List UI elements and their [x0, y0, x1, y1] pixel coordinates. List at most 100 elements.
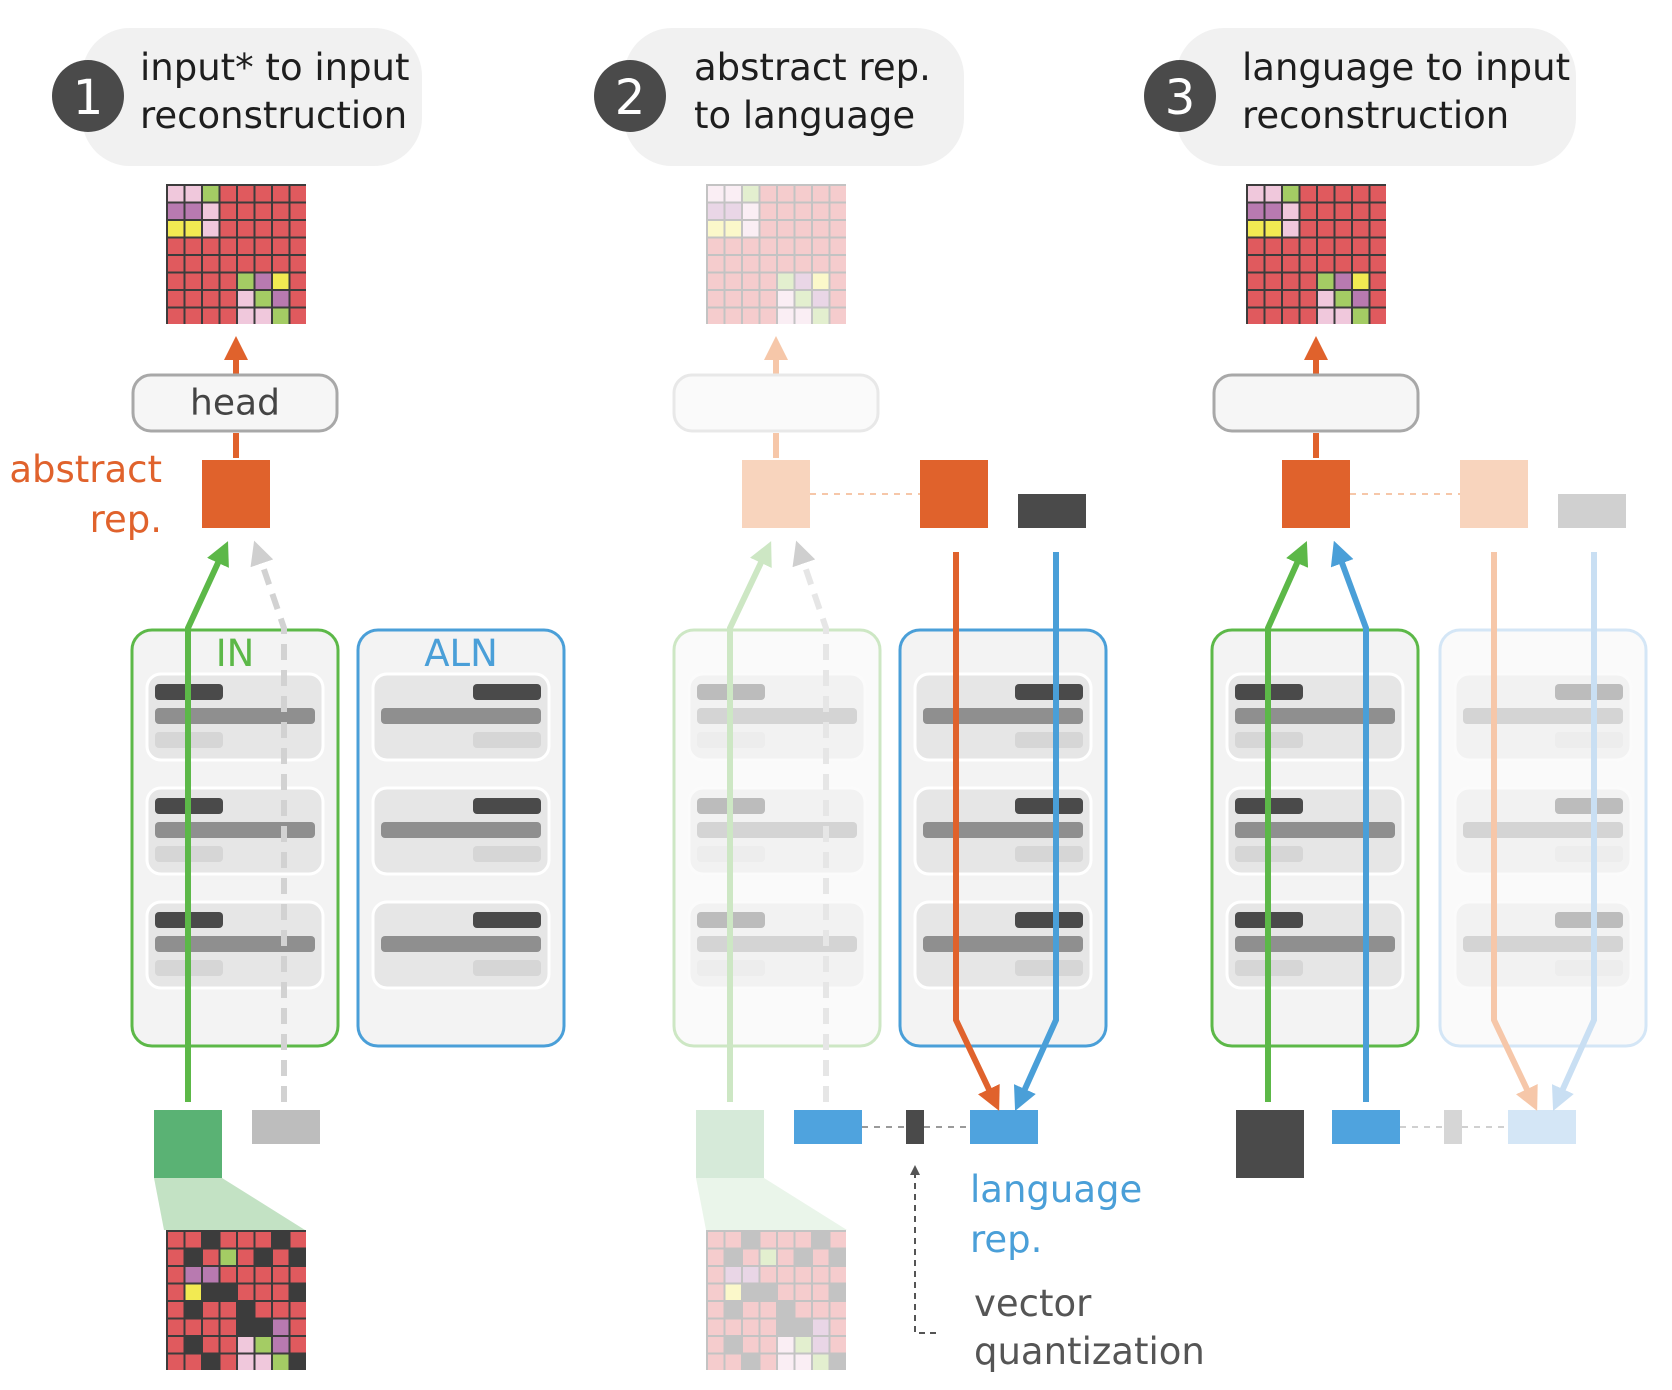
input-grid-2-cell: [830, 1302, 846, 1318]
output-grid-1-cell: [168, 291, 184, 307]
input-grid-2-cell: [725, 1337, 741, 1353]
in-layers-1: [145, 672, 325, 990]
output-grid-3-cell: [1370, 238, 1386, 254]
step-3-number: 3: [1165, 70, 1196, 126]
output-grid-3-cell: [1300, 221, 1316, 237]
in-module-2-layer-mid-bar: [697, 822, 857, 838]
in-module-1-layer-mid-bar: [155, 936, 315, 952]
input-grid-1-cell: [220, 1232, 236, 1248]
output-grid-2-cell: [778, 238, 794, 254]
output-grid-2-cell: [760, 221, 776, 237]
output-grid-2-border: [706, 184, 846, 324]
output-grid-2-cell: [778, 186, 794, 202]
output-grid-2-cell: [813, 256, 829, 272]
output-grid-1-cell: [185, 291, 201, 307]
output-grid-1-cell: [203, 221, 219, 237]
output-grid-2-cell: [760, 291, 776, 307]
abstract-to-language-arrow-2: [953, 552, 1000, 1111]
input-grid-1-cell: [220, 1284, 236, 1300]
output-grid-1-cell: [168, 186, 184, 202]
output-grid-1-cell: [185, 238, 201, 254]
output-grid-3-cell: [1265, 308, 1281, 324]
output-grid-3-cell: [1248, 273, 1264, 289]
output-grid-1-cell: [290, 291, 306, 307]
output-grid-2-cell: [795, 256, 811, 272]
input-grid-1-cell: [168, 1319, 184, 1335]
output-grid-2-cell: [830, 291, 846, 307]
aln-module-3-layer: [1453, 786, 1633, 876]
output-grid-1: [166, 184, 306, 324]
output-grid-3-cell: [1265, 291, 1281, 307]
input-grid-2-cell: [743, 1337, 759, 1353]
input-grid-2-cell: [813, 1249, 829, 1265]
output-grid-3-cell: [1300, 186, 1316, 202]
output-grid-3-cell: [1300, 256, 1316, 272]
input-grid-2-cell: [830, 1319, 846, 1335]
input-grid-2-cell: [760, 1232, 776, 1248]
output-grid-2-cell: [760, 238, 776, 254]
language-rep-label-line2: rep.: [970, 1218, 1042, 1261]
step-3-title-line1: language to input: [1242, 46, 1570, 89]
input-grid-1-cell: [290, 1284, 306, 1300]
vq-label-line1: vector: [974, 1282, 1092, 1325]
output-grid-1-cell: [168, 203, 184, 219]
input-grid-1-cell: [203, 1354, 219, 1370]
input-grid-2-border: [706, 1230, 846, 1370]
input-grid-2-cell: [743, 1354, 759, 1370]
output-grid-1-cell: [273, 256, 289, 272]
output-grid-3-cell: [1370, 291, 1386, 307]
input-grid-2-cell: [743, 1267, 759, 1283]
input-grid-1-cell: [185, 1302, 201, 1318]
output-grid-2-cell: [725, 186, 741, 202]
input-grid-1-cell: [168, 1267, 184, 1283]
dark-token-2: [1018, 494, 1086, 528]
step-3-title-line2: reconstruction: [1242, 94, 1509, 137]
output-grid-1-cell: [203, 186, 219, 202]
input-grid-2-cell: [708, 1337, 724, 1353]
output-grid-1-cell: [185, 186, 201, 202]
language-token-left-2: [794, 1110, 862, 1144]
input-grid-1-cell: [185, 1232, 201, 1248]
output-grid-3-cell: [1353, 221, 1369, 237]
output-grid-1-cell: [290, 203, 306, 219]
language-rep-token-2: [970, 1110, 1038, 1144]
output-grid-1-cell: [238, 291, 254, 307]
output-grid-1-cell: [220, 221, 236, 237]
output-grid-1-cell: [220, 256, 236, 272]
output-grid-2-cell: [813, 203, 829, 219]
output-grid-3-cell: [1370, 221, 1386, 237]
input-grid-2-cell: [725, 1284, 741, 1300]
aln-module-2-layer-top-bar: [1015, 684, 1083, 700]
output-grid-2-cell: [830, 221, 846, 237]
aln-module-1-layer-bottom-bar: [473, 960, 541, 976]
aln-layers-2: [913, 672, 1093, 990]
output-grid-3-cell: [1353, 186, 1369, 202]
input-grid-2-cell: [813, 1284, 829, 1300]
aln-module-2-layer-bottom-bar: [1015, 732, 1083, 748]
output-grid-1-cell: [168, 221, 184, 237]
aln-layers-3: [1453, 672, 1633, 990]
input-grid-1-cell: [255, 1319, 271, 1335]
output-grid-1-cell: [273, 291, 289, 307]
output-grid-2-cell: [813, 221, 829, 237]
output-grid-1-cell: [238, 308, 254, 324]
output-grid-1-cell: [185, 256, 201, 272]
output-grid-1-cell: [273, 203, 289, 219]
output-grid-3-cell: [1318, 221, 1334, 237]
output-grid-1-cell: [238, 203, 254, 219]
step-1-circle: [52, 60, 124, 132]
input-grid-1-cell: [290, 1249, 306, 1265]
input-grid-1-cell: [273, 1337, 289, 1353]
input-grid-1-cell: [203, 1319, 219, 1335]
input-grid-1-cell: [290, 1319, 306, 1335]
output-grid-3-cell: [1283, 273, 1299, 289]
output-grid-1-cell: [255, 203, 271, 219]
head-box-1: [131, 373, 339, 433]
input-grid-2-cell: [760, 1354, 776, 1370]
output-grid-3-cell: [1370, 186, 1386, 202]
abstract-rep-square-2: [920, 460, 988, 528]
aln-module-3-layer-top-bar: [1555, 798, 1623, 814]
output-grid-3-cell: [1353, 273, 1369, 289]
output-grid-2-cell: [760, 308, 776, 324]
input-grid-2-cell: [760, 1267, 776, 1283]
